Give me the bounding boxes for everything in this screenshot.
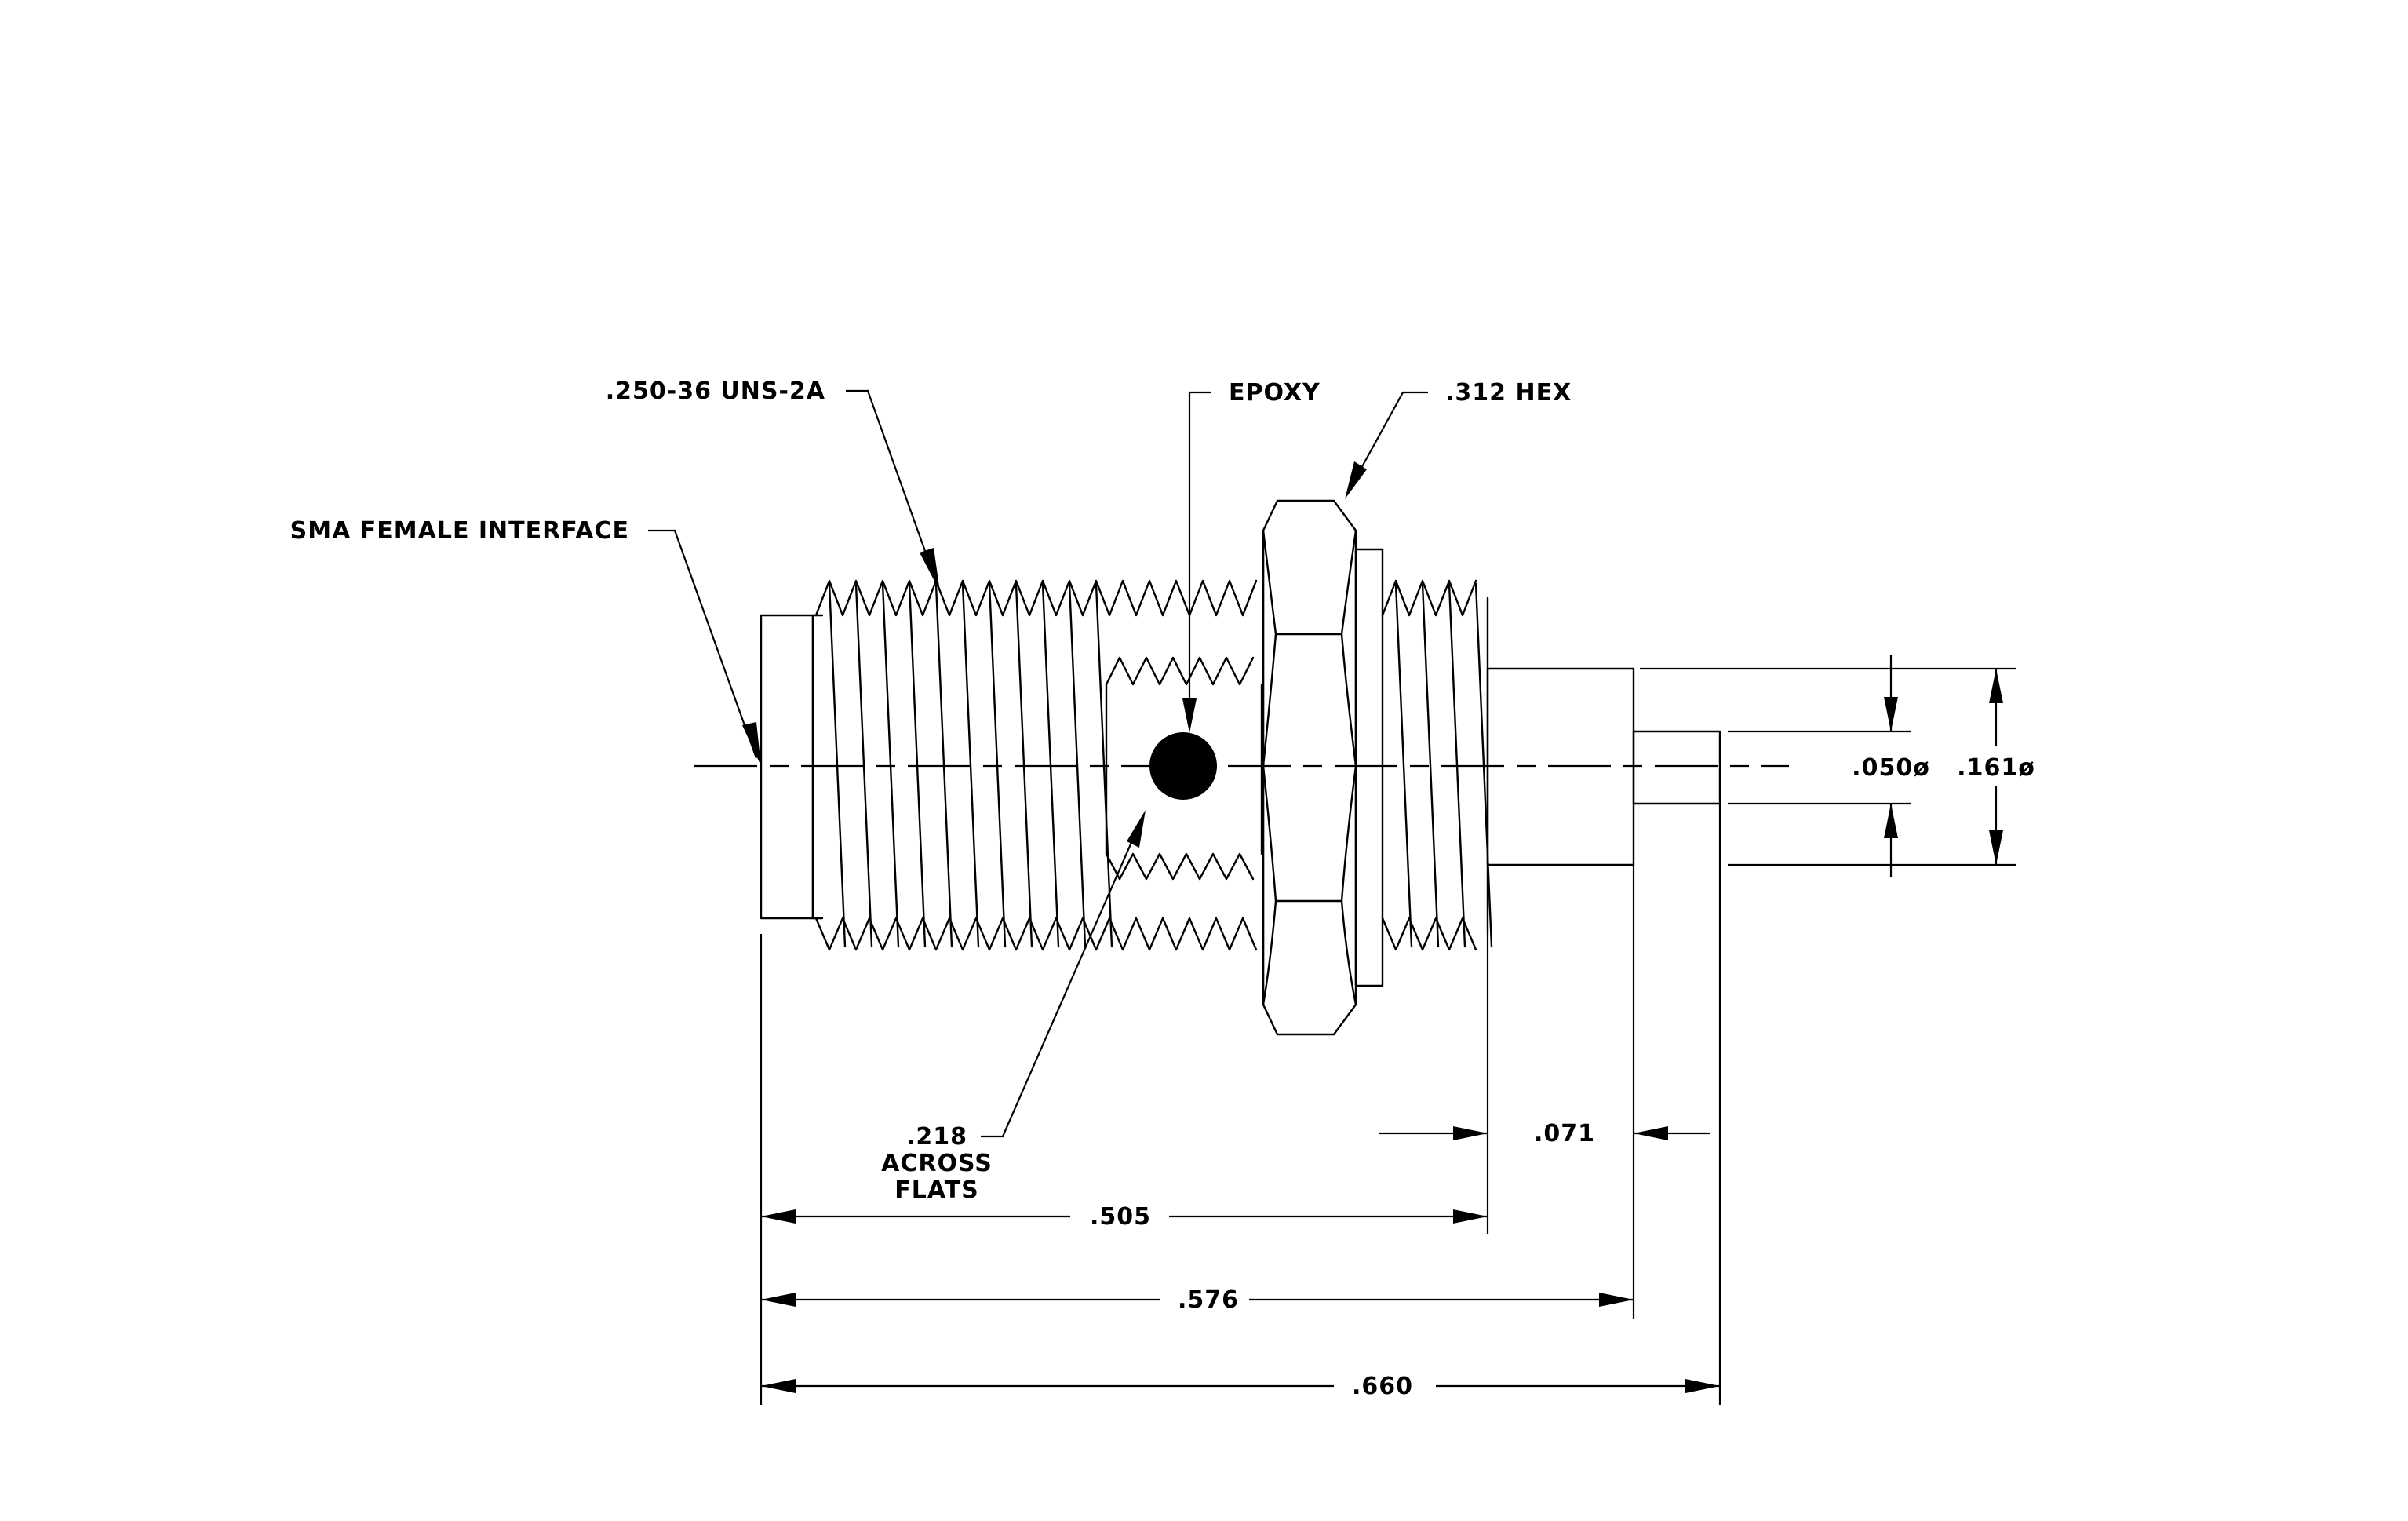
dimension-505: .505 bbox=[761, 1203, 1488, 1231]
epoxy-label: EPOXY bbox=[1229, 379, 1321, 407]
flats-leader: .218 ACROSS FLATS bbox=[881, 810, 1146, 1204]
extension-lines bbox=[760, 667, 2016, 1405]
flats-line1-label: ACROSS bbox=[881, 1150, 993, 1177]
flats-line2-label: FLATS bbox=[894, 1176, 979, 1204]
interface-leader: SMA FEMALE INTERFACE bbox=[290, 517, 761, 766]
body-diameter-dimension: .161ø bbox=[1957, 669, 2035, 865]
pin-diameter-label: .050ø bbox=[1852, 754, 1930, 782]
flat-window bbox=[1105, 656, 1263, 881]
rear-thread bbox=[1381, 579, 1493, 951]
epoxy-leader: EPOXY bbox=[1182, 379, 1321, 733]
dimension-576-label: .576 bbox=[1178, 1286, 1239, 1314]
dimension-660-label: .660 bbox=[1352, 1373, 1413, 1400]
pin-length-dimension: .071 bbox=[1379, 1120, 1710, 1147]
flats-value-label: .218 bbox=[906, 1123, 967, 1151]
hex-leader: .312 HEX bbox=[1345, 379, 1572, 499]
washer bbox=[1354, 548, 1384, 987]
pin-length-label: .071 bbox=[1534, 1120, 1595, 1147]
center-pin bbox=[1632, 730, 1721, 805]
hex-nut bbox=[1262, 499, 1357, 1036]
pin-diameter-dimension: .050ø bbox=[1852, 655, 1930, 877]
dimension-576: .576 bbox=[761, 1286, 1634, 1314]
interface-label: SMA FEMALE INTERFACE bbox=[290, 517, 629, 545]
epoxy-dot bbox=[1149, 732, 1217, 800]
thread-spec-label: .250-36 UNS-2A bbox=[606, 378, 825, 405]
dimension-660: .660 bbox=[761, 1373, 1720, 1400]
hex-label: .312 HEX bbox=[1445, 379, 1572, 407]
body-diameter-label: .161ø bbox=[1957, 754, 2035, 782]
thread-leader: .250-36 UNS-2A bbox=[606, 378, 940, 592]
front-thread bbox=[811, 579, 1258, 951]
dimension-505-label: .505 bbox=[1090, 1203, 1151, 1231]
